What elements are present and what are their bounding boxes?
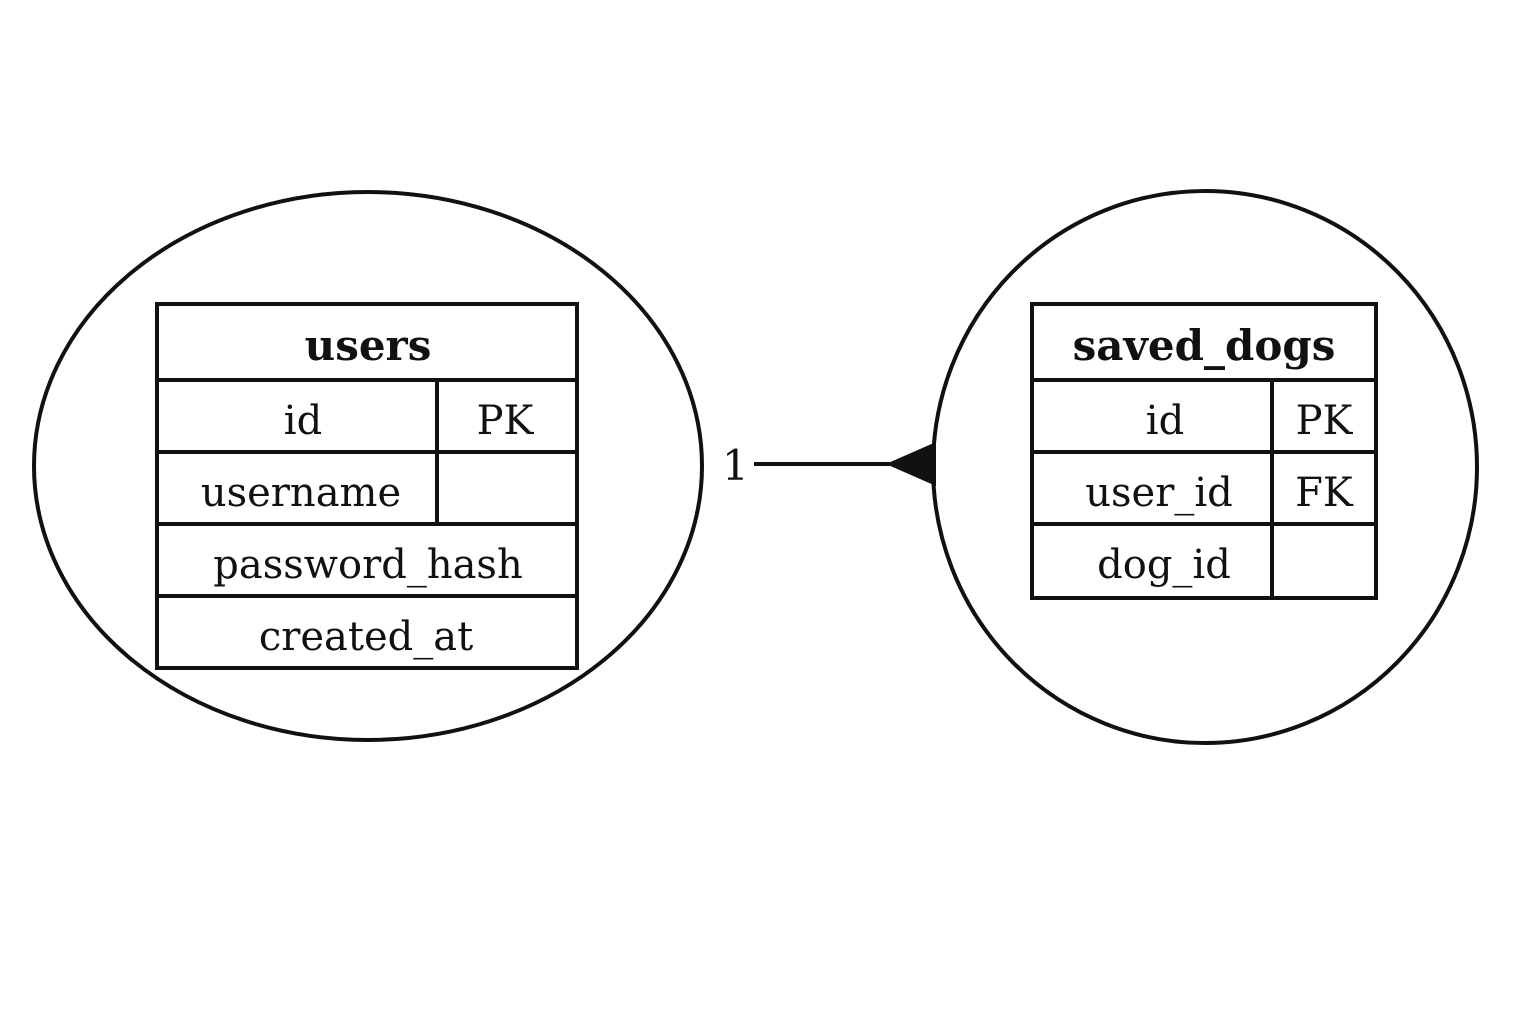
users-field-created-at: created_at [259,614,473,660]
relationship-cardinality-from: 1 [722,441,749,490]
saved-dogs-key-user-id: FK [1295,470,1354,516]
users-field-id: id [284,398,322,444]
users-table-title: users [305,321,432,370]
users-entity-ellipse [32,190,704,742]
saved-dogs-field-id: id [1146,398,1184,444]
saved-dogs-table-title: saved_dogs [1073,321,1336,370]
users-table: users id PK username password_hash creat… [155,302,579,670]
saved-dogs-field-user-id: user_id [1085,470,1232,516]
saved-dogs-key-id: PK [1296,398,1354,444]
users-field-password-hash: password_hash [213,542,522,588]
users-table-border [155,302,579,670]
saved-dogs-table: saved_dogs id PK user_id FK dog_id [1030,302,1378,600]
saved-dogs-field-dog-id: dog_id [1097,542,1231,588]
many-arrowhead [886,442,936,486]
users-field-username: username [201,470,401,516]
users-key-id: PK [477,398,535,444]
